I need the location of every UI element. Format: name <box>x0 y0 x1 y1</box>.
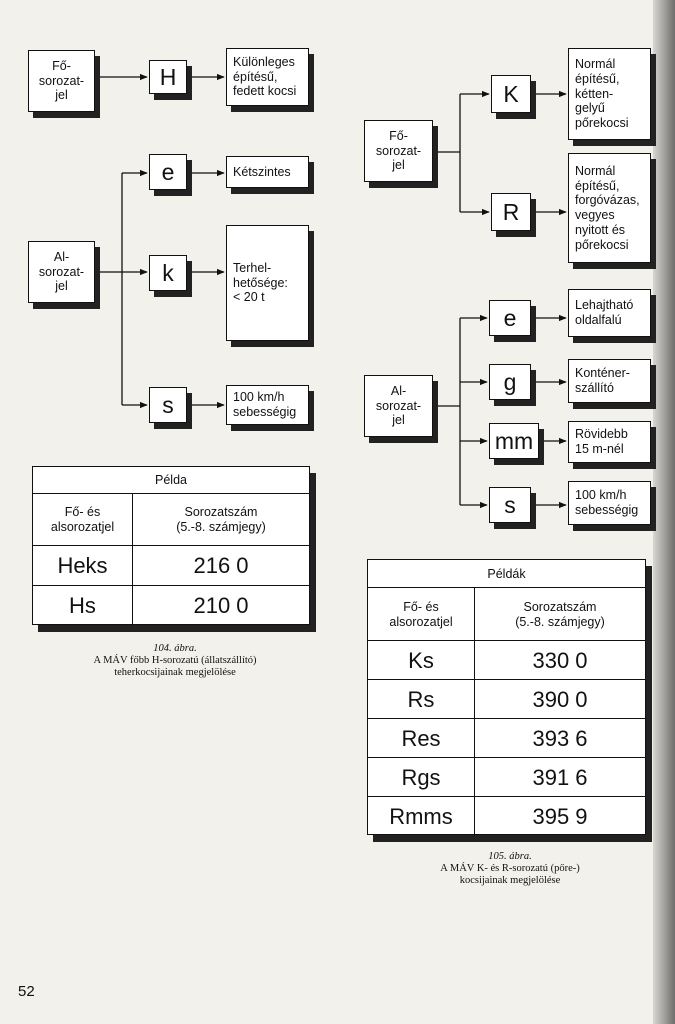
table-row: Rs 390 0 <box>368 679 645 719</box>
left-al-desc-box-s: 100 km/h sebességig <box>226 385 309 425</box>
right-table-title: Példák <box>487 566 526 581</box>
page-edge-shadow <box>653 0 675 1024</box>
right-al-letter-box-g: g <box>489 364 531 400</box>
right-al-desc-box-g: Konténer- szállító <box>568 359 651 403</box>
right-fo-letter-box-r: R <box>491 193 531 231</box>
right-table-col1-header: Fő- és alsorozatjel <box>368 588 475 641</box>
right-al-desc-box-e: Lehajtható oldalfalú <box>568 289 651 337</box>
page-number: 52 <box>18 983 35 1000</box>
left-al-sorozatjel-box: Al- sorozat- jel <box>28 241 95 303</box>
right-table-number-cell: 391 6 <box>532 764 588 790</box>
table-row: Heks 216 0 <box>33 545 309 586</box>
right-al-desc-box-mm: Rövidebb 15 m-nél <box>568 421 651 463</box>
right-table-code-cell: Res <box>368 719 475 758</box>
left-fo-sorozatjel-box: Fő- sorozat- jel <box>28 50 95 112</box>
left-example-table: Példa Fő- és alsorozatjel Sorozatszám (5… <box>32 466 310 626</box>
right-table-number-cell: 393 6 <box>532 725 588 751</box>
left-al-letter-box-k: k <box>149 255 187 291</box>
left-al-letter-box-s: s <box>149 387 187 423</box>
left-figure-caption: 104. ábra. A MÁV főbb H-sorozatú (állats… <box>40 643 310 679</box>
table-row: Res 393 6 <box>368 718 645 758</box>
left-al-desc-box-e: Kétszintes <box>226 156 309 188</box>
right-fo-desc-box-k: Normál építésű, kétten- gelyű pőrekocsi <box>568 48 651 140</box>
right-al-letter-box-mm: mm <box>489 423 539 459</box>
left-table-header-row: Fő- és alsorozatjel Sorozatszám (5.-8. s… <box>33 493 309 546</box>
right-table-col2-header: Sorozatszám (5.-8. számjegy) <box>515 599 605 629</box>
left-table-code-cell: Heks <box>33 546 133 586</box>
right-table-number-cell: 330 0 <box>532 647 588 673</box>
left-table-code-cell: Hs <box>33 586 133 626</box>
right-figure-caption: 105. ábra. A MÁV K- és R-sorozatú (pőre-… <box>375 851 645 887</box>
left-al-desc-box-k: Terhel- hetősége: < 20 t <box>226 225 309 341</box>
left-table-title: Példa <box>155 473 187 487</box>
right-table-number-cell: 390 0 <box>532 686 588 712</box>
right-table-code-cell: Ks <box>368 641 475 680</box>
table-row: Hs 210 0 <box>33 585 309 626</box>
left-fo-letter-box: H <box>149 60 187 94</box>
right-table-header-row: Fő- és alsorozatjel Sorozatszám (5.-8. s… <box>368 587 645 641</box>
left-caption-text: A MÁV főbb H-sorozatú (állatszállító) te… <box>93 655 257 679</box>
left-al-letter-box-e: e <box>149 154 187 190</box>
table-row: Rmms 395 9 <box>368 796 645 836</box>
left-table-number-cell: 216 0 <box>193 553 249 578</box>
right-fo-desc-box-r: Normál építésű, forgóvázas, vegyes nyito… <box>568 153 651 263</box>
left-table-col2-header: Sorozatszám (5.-8. számjegy) <box>176 505 266 534</box>
right-table-code-cell: Rmms <box>368 797 475 836</box>
left-table-col1-header: Fő- és alsorozatjel <box>33 494 133 546</box>
left-fo-desc-box: Különleges építésű, fedett kocsi <box>226 48 309 106</box>
right-al-letter-box-e: e <box>489 300 531 336</box>
table-row: Rgs 391 6 <box>368 757 645 797</box>
right-fo-sorozatjel-box: Fő- sorozat- jel <box>364 120 433 182</box>
right-table-code-cell: Rs <box>368 680 475 719</box>
right-caption-number: 105. ábra. <box>488 851 532 862</box>
left-table-number-cell: 210 0 <box>193 593 249 618</box>
right-al-sorozatjel-box: Al- sorozat- jel <box>364 375 433 437</box>
right-table-number-cell: 395 9 <box>532 803 588 829</box>
right-example-table: Példák Fő- és alsorozatjel Sorozatszám (… <box>367 559 646 836</box>
table-row: Ks 330 0 <box>368 640 645 680</box>
right-fo-letter-box-k: K <box>491 75 531 113</box>
right-al-letter-box-s: s <box>489 487 531 523</box>
right-table-code-cell: Rgs <box>368 758 475 797</box>
left-caption-number: 104. ábra. <box>153 643 197 654</box>
right-caption-text: A MÁV K- és R-sorozatú (pőre-) kocsijain… <box>440 863 580 887</box>
right-al-desc-box-s: 100 km/h sebességig <box>568 481 651 525</box>
